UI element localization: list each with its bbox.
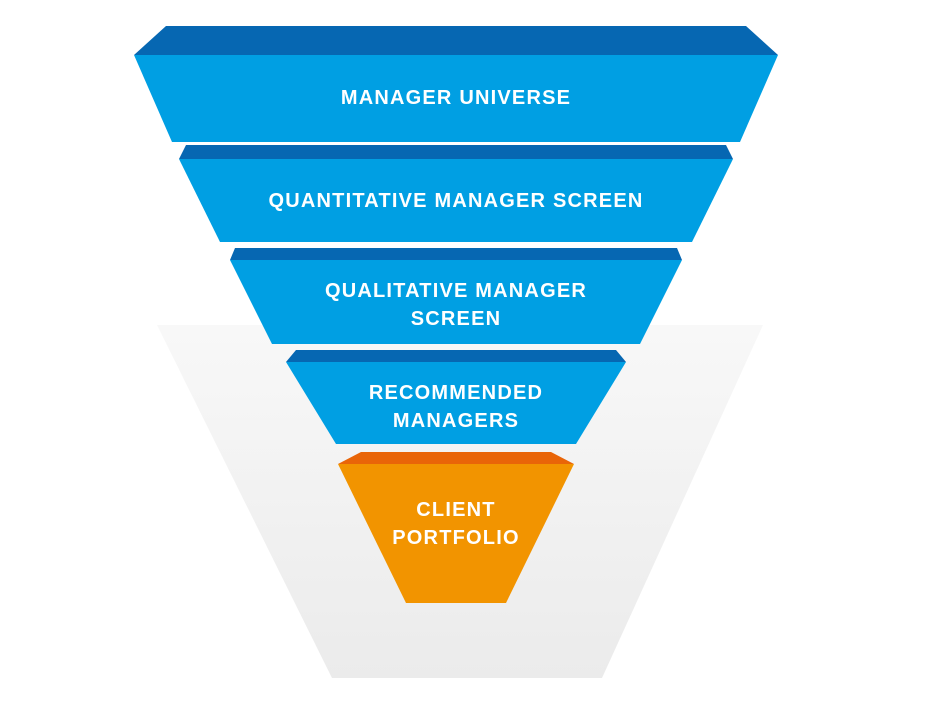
level-3-label-line-1: QUALITATIVE MANAGER xyxy=(325,280,587,302)
funnel-level-qualitative-manager-screen: QUALITATIVE MANAGER SCREEN xyxy=(230,248,682,344)
level-2-top-face xyxy=(179,145,733,159)
funnel-level-recommended-managers: RECOMMENDED MANAGERS xyxy=(286,350,626,444)
level-2-front-face xyxy=(179,159,733,242)
funnel-level-quantitative-manager-screen: QUANTITATIVE MANAGER SCREEN xyxy=(179,145,733,242)
level-2-label: QUANTITATIVE MANAGER SCREEN xyxy=(269,190,644,212)
level-4-label-line-2: MANAGERS xyxy=(393,410,519,432)
level-5-front-face xyxy=(338,464,574,603)
level-4-front-face xyxy=(286,362,626,444)
level-5-label-line-1: CLIENT xyxy=(416,499,495,521)
funnel-level-manager-universe: MANAGER UNIVERSE xyxy=(134,26,778,142)
level-3-top-face xyxy=(230,248,682,260)
level-1-label: MANAGER UNIVERSE xyxy=(341,87,571,109)
funnel-level-client-portfolio: CLIENT PORTFOLIO xyxy=(338,452,574,603)
level-5-label-line-2: PORTFOLIO xyxy=(392,527,519,549)
level-4-label-line-1: RECOMMENDED xyxy=(369,382,543,404)
level-5-top-face xyxy=(338,452,574,464)
level-4-top-face xyxy=(286,350,626,362)
level-3-label-line-2: SCREEN xyxy=(411,308,502,330)
level-1-front-face xyxy=(134,55,778,142)
level-1-top-face xyxy=(134,26,778,55)
level-3-front-face xyxy=(230,260,682,344)
